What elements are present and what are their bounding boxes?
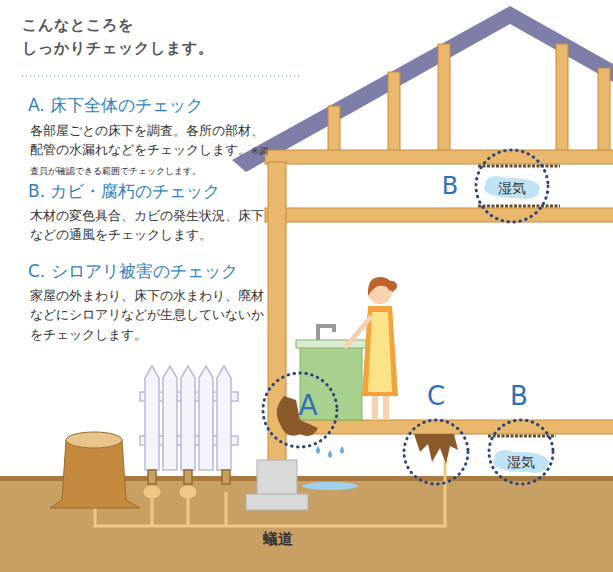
termite-tunnel [95, 462, 445, 526]
wood-frame [265, 150, 613, 164]
termite-tunnel [145, 487, 159, 497]
wood-frame [598, 68, 610, 152]
section-body: 各部屋ごとの床下を調査。各所の部材、配管の水漏れなどをチェックします。※調査員が… [30, 121, 270, 179]
section-heading: B. カビ・腐朽のチェック [28, 178, 278, 204]
fence [217, 366, 231, 470]
circle-outline [401, 417, 471, 487]
termite-damage [414, 434, 458, 464]
fence [148, 470, 156, 484]
section-body: 木材の変色具合、カビの発生状況、床下などの通風をチェックします。 [30, 206, 270, 245]
kitchen-sink [318, 326, 334, 340]
foundation [246, 460, 308, 510]
tunnel-label-text: 蟻道 [263, 530, 293, 548]
dotted-circle [263, 373, 337, 447]
fence [163, 366, 177, 470]
section-body-text: 家屋の外まわり、床下の水まわり、廃材などにシロアリなどが生息していないかをチェッ… [30, 288, 264, 342]
humidity-text: 湿気 [498, 181, 526, 195]
dotted-circle [476, 150, 548, 222]
page-title: こんなところを しっかりチェックします。 [22, 14, 237, 59]
humidity-text: 湿気 [507, 455, 535, 469]
wood-frame [265, 44, 613, 462]
water-drops [316, 446, 320, 454]
fence [145, 366, 159, 470]
section-body-text: 木材の変色具合、カビの発生状況、床下などの通風をチェックします。 [30, 208, 264, 242]
section-heading-text: C. シロアリ被害のチェック [28, 261, 238, 281]
fence [184, 470, 192, 484]
dotted-circle [404, 420, 468, 484]
roof [232, 6, 613, 172]
woman [346, 318, 370, 346]
woman [383, 392, 389, 420]
tree-stump [50, 440, 140, 508]
mold [488, 435, 556, 438]
humidity-cloud [484, 176, 540, 199]
section-heading-text: A. 床下全体のチェック [28, 95, 203, 115]
termite-tunnel [225, 492, 228, 526]
wood-frame [328, 106, 340, 152]
circle-outline [486, 417, 556, 487]
fence [199, 366, 213, 470]
roof [232, 6, 613, 172]
wood-frame [265, 208, 613, 222]
check-circle: C [401, 417, 471, 487]
fence [181, 366, 195, 470]
termite-damage [414, 434, 458, 464]
fence [140, 366, 238, 484]
water-drops [302, 446, 358, 490]
foundation [246, 494, 308, 510]
check-circle: A [260, 370, 340, 450]
humidity-cloud [493, 450, 549, 473]
water-drops [302, 482, 358, 490]
section-heading: C. シロアリ被害のチェック [28, 258, 278, 284]
check-circle: B湿気 [486, 417, 556, 487]
tree-stump [50, 432, 140, 508]
woman [368, 312, 392, 392]
woman [387, 281, 397, 291]
mold [478, 165, 560, 168]
tree-stump [66, 432, 122, 448]
dotted-circle [489, 420, 553, 484]
mold [478, 205, 560, 208]
check-circle: B湿気 [473, 147, 551, 225]
termite-tunnel [95, 462, 445, 526]
area-letter: B [510, 383, 528, 409]
area-letter: B [442, 174, 458, 198]
section-body: 家屋の外まわり、床下の水まわり、廃材などにシロアリなどが生息していないかをチェッ… [30, 286, 270, 344]
area-letter: C [427, 383, 445, 409]
termite-tunnel [181, 487, 195, 497]
foundation [257, 460, 297, 498]
water-drops [340, 446, 344, 454]
title-rule [22, 75, 300, 77]
wood-frame [556, 44, 568, 152]
wood-frame [388, 72, 400, 152]
section-body-text: 各部屋ごとの床下を調査。各所の部材、配管の水漏れなどをチェックします。 [30, 123, 264, 157]
section-heading-text: B. カビ・腐朽のチェック [28, 181, 220, 201]
water-drops [328, 450, 332, 458]
wood-frame [438, 44, 450, 152]
kitchen-sink [296, 340, 366, 348]
fence [222, 470, 230, 484]
area-letter: A [298, 392, 317, 420]
woman [346, 277, 398, 420]
mold [478, 166, 560, 436]
woman [372, 392, 378, 420]
section-heading: A. 床下全体のチェック [28, 92, 278, 118]
tunnel-label: 蟻道 [263, 528, 323, 551]
